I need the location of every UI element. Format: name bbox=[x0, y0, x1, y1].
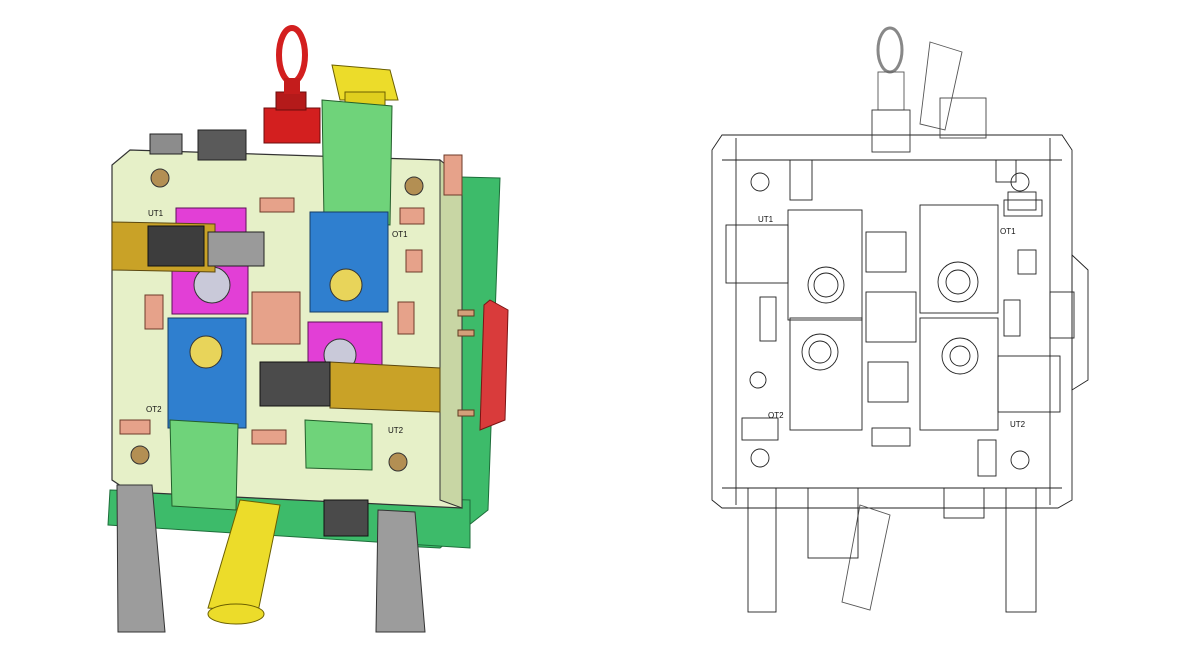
lifting-eye-icon bbox=[263, 25, 321, 144]
right-bottom-slide bbox=[841, 504, 891, 611]
plate-hole-3 bbox=[130, 445, 150, 465]
pad-2 bbox=[397, 301, 415, 335]
pad-8 bbox=[443, 154, 463, 196]
green-bottom-slide-1 bbox=[169, 419, 239, 511]
hydraulic-cylinder-icon bbox=[331, 64, 399, 113]
right-label-ot2: OT2 bbox=[768, 411, 784, 420]
center-insert bbox=[251, 291, 301, 345]
plate-hole-2 bbox=[404, 176, 424, 196]
pad-1 bbox=[144, 294, 164, 330]
right-right-leg bbox=[1005, 487, 1037, 613]
left-leg bbox=[116, 484, 166, 633]
right-label-ot1: OT1 bbox=[1000, 227, 1016, 236]
right-mold-line-drawing bbox=[711, 26, 1089, 613]
plate-hole-1 bbox=[150, 168, 170, 188]
pad-6 bbox=[119, 419, 151, 435]
right-top-slide bbox=[919, 41, 963, 131]
right-center-insert bbox=[865, 291, 917, 343]
bottom-dark-box bbox=[323, 499, 369, 537]
right-leg bbox=[375, 509, 426, 633]
left-mold-isometric-view: UT1 OT1 OT2 UT2 bbox=[107, 25, 509, 633]
green-top-slide bbox=[321, 99, 393, 226]
left-label-ot1: OT1 bbox=[392, 230, 408, 239]
right-main-plate bbox=[711, 134, 1073, 509]
left-label-ut2: UT2 bbox=[388, 426, 404, 435]
right-slide-left bbox=[725, 224, 789, 284]
pad-5 bbox=[251, 429, 287, 445]
grey-slide bbox=[207, 231, 265, 267]
right-slide-right bbox=[997, 355, 1061, 413]
red-side-part bbox=[479, 299, 509, 431]
bottom-cylinder-cap bbox=[207, 603, 265, 625]
round-insert-2 bbox=[329, 268, 363, 302]
right-left-leg bbox=[747, 487, 777, 613]
gold-slide-right bbox=[329, 361, 441, 413]
green-bottom-slide-2 bbox=[304, 419, 373, 471]
right-cavity-2 bbox=[919, 204, 999, 314]
top-grey-block bbox=[149, 133, 183, 155]
right-cavity-3 bbox=[789, 317, 863, 431]
right-label-ut1: UT1 bbox=[758, 215, 774, 224]
right-lifting-eye bbox=[876, 26, 904, 74]
top-dark-block bbox=[197, 129, 247, 161]
left-label-ut1: UT1 bbox=[148, 209, 164, 218]
blue-pocket-2 bbox=[167, 317, 247, 429]
pad-7 bbox=[405, 249, 423, 273]
plate-hole-4 bbox=[388, 452, 408, 472]
left-label-ot2: OT2 bbox=[146, 405, 162, 414]
dark-slide-2 bbox=[259, 361, 331, 407]
round-insert-3 bbox=[189, 335, 223, 369]
right-labels: UT1 OT1 OT2 UT2 bbox=[758, 215, 1026, 429]
right-label-ut2: UT2 bbox=[1010, 420, 1026, 429]
pad-4 bbox=[399, 207, 425, 225]
pad-3 bbox=[259, 197, 295, 213]
nozzle-icon bbox=[457, 309, 475, 417]
dark-slide-1 bbox=[147, 225, 205, 267]
